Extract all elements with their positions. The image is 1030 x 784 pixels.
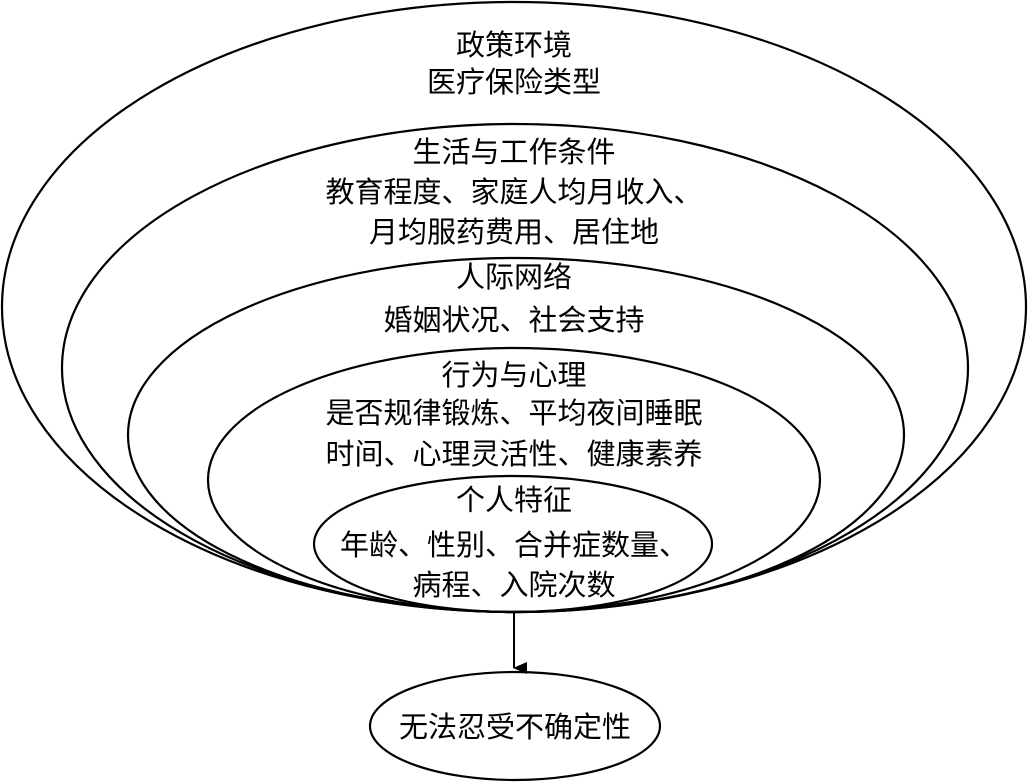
layer-policy-line: 医疗保险类型 bbox=[427, 65, 601, 99]
layer-personal-line: 病程、入院次数 bbox=[412, 568, 615, 602]
layer-living-working-line: 教育程度、家庭人均月收入、 bbox=[325, 175, 702, 209]
layer-living-working-title: 生活与工作条件 bbox=[412, 135, 615, 169]
layer-behavior-psychology-line: 是否规律锻炼、平均夜间睡眠 bbox=[325, 396, 702, 430]
outcome-ellipse bbox=[368, 670, 662, 782]
layer-living-working-line: 月均服药费用、居住地 bbox=[369, 215, 659, 249]
layer-behavior-psychology-line: 时间、心理灵活性、健康素养 bbox=[325, 437, 702, 471]
layer-personal-title: 个人特征 bbox=[456, 483, 572, 517]
layer-policy-title: 政策环境 bbox=[456, 28, 572, 62]
layer-personal-line: 年龄、性别、合并症数量、 bbox=[340, 528, 688, 562]
layer-social-network-title: 人际网络 bbox=[456, 260, 572, 294]
outcome-label: 无法忍受不确定性 bbox=[399, 710, 631, 744]
layer-behavior-psychology-title: 行为与心理 bbox=[441, 358, 586, 392]
layer-social-network-line: 婚姻状况、社会支持 bbox=[383, 303, 644, 337]
